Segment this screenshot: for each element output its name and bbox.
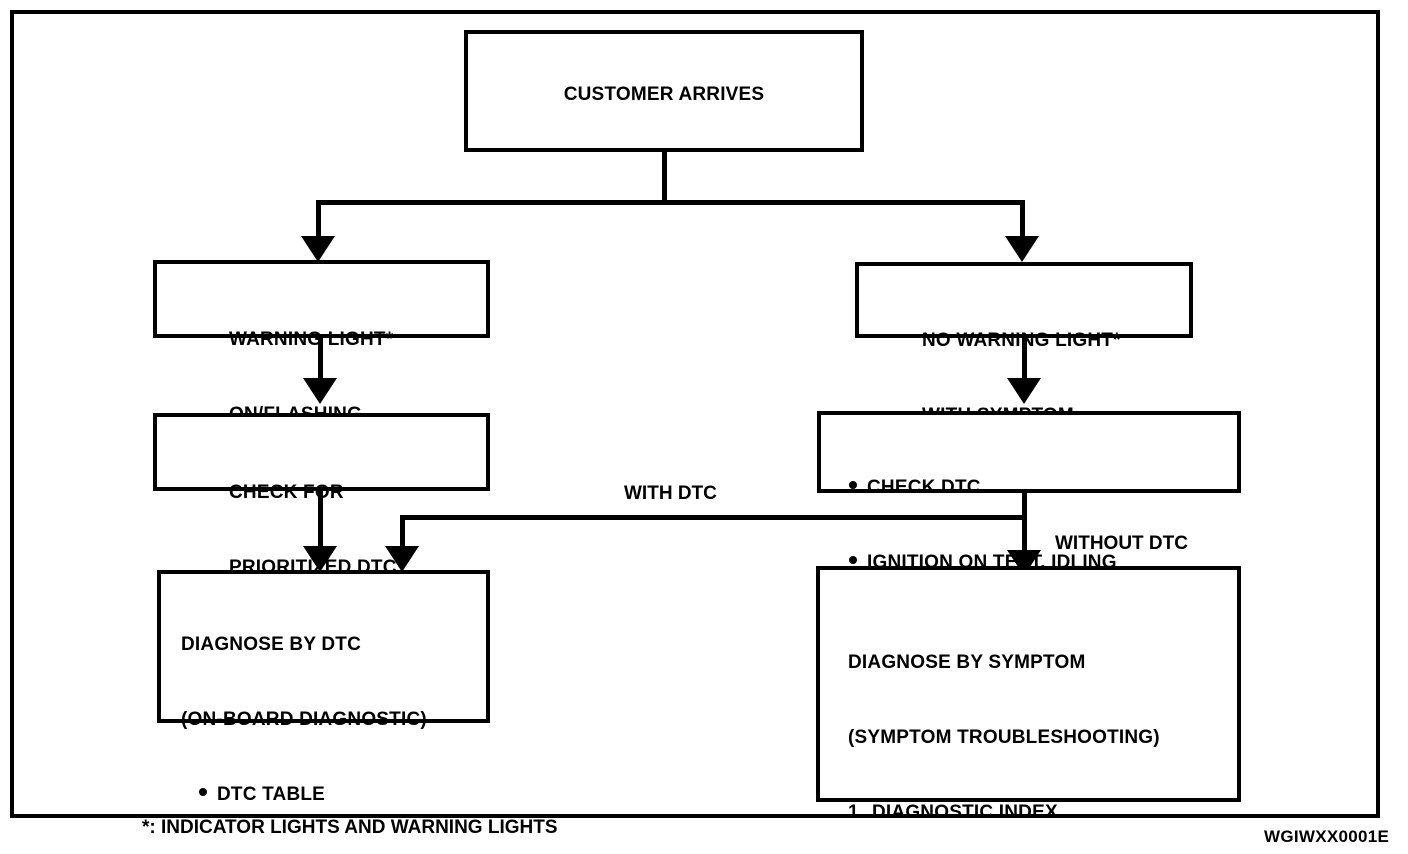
node-diagnose-by-dtc-text: DIAGNOSE BY DTC (ON-BOARD DIAGNOSTIC) DT… [181,582,427,854]
node-customer-arrives: CUSTOMER ARRIVES [464,30,864,152]
footnote-line1: *: INDICATOR LIGHTS AND WARNING LIGHTS [142,817,558,838]
node-diagnose-by-symptom-item1: DIAGNOSTIC INDEX [872,802,1058,823]
node-diagnose-by-symptom-text: DIAGNOSE BY SYMPTOM (SYMPTOM TROUBLESHOO… [848,600,1160,854]
connector-right-drop [1020,200,1025,240]
node-diagnose-by-dtc-title: DIAGNOSE BY DTC [181,634,362,655]
connector-split-bar [316,200,1025,205]
arrowhead-to-check-dtc-tests [1007,378,1041,404]
connector-withdtc-drop [1022,493,1027,520]
node-diagnose-by-dtc-subtitle: (ON-BOARD DIAGNOSTIC) [181,709,427,730]
node-diagnose-by-symptom-subtitle: (SYMPTOM TROUBLESHOOTING) [848,727,1160,748]
figure-frame [10,10,1380,818]
node-check-prioritized-dtc: CHECK FOR PRIORITIZED DTC [153,413,490,578]
bullet-icon [199,788,207,796]
arrowhead-to-warning-light [301,236,335,262]
node-check-dtc-tests-bullet1: CHECK DTC [867,477,981,498]
edge-label-without-dtc: WITHOUT DTC [1055,533,1188,554]
arrowhead-to-no-warning-light [1005,236,1039,262]
arrowhead-to-check-prioritized-dtc [303,378,337,404]
figure-id-code: WGIWXX0001E [1264,827,1390,846]
node-diagnose-by-symptom-item1-num: 1. [848,802,865,823]
connector-withdtc-into-box [400,515,405,550]
node-diagnose-by-symptom-item1-row: 1. DIAGNOSTIC INDEX [848,800,1160,825]
node-diagnose-by-dtc-bullet1: DTC TABLE [217,784,326,805]
node-diagnose-by-symptom-title: DIAGNOSE BY SYMPTOM [848,652,1086,673]
node-warning-light: WARNING LIGHT* ON/FLASHING [153,260,490,425]
arrowhead-to-diagnose-by-dtc-right [385,546,419,572]
bullet-icon [849,556,857,564]
node-diagnose-by-dtc-bullet1-row: DTC TABLE [181,782,427,807]
node-diagnose-by-symptom: DIAGNOSE BY SYMPTOM (SYMPTOM TROUBLESHOO… [816,566,1241,823]
node-check-prioritized-dtc-line1: CHECK FOR [229,482,344,503]
node-diagnose-by-dtc: DIAGNOSE BY DTC (ON-BOARD DIAGNOSTIC) DT… [157,570,490,805]
node-no-warning-light: NO WARNING LIGHT* WITH SYMPTOM [855,262,1193,426]
node-check-dtc-tests: CHECK DTC IGNITION ON TEST, IDLING TEST [817,411,1241,648]
connector-left-drop [316,200,321,240]
bullet-icon [849,481,857,489]
connector-nowarning-to-checkdtc [1022,338,1027,380]
edge-label-with-dtc: WITH DTC [624,483,717,504]
node-customer-arrives-label: CUSTOMER ARRIVES [563,84,765,105]
node-warning-light-line1: WARNING LIGHT* [229,329,394,350]
connector-warning-to-check [318,338,323,380]
connector-withoutdtc-drop [1022,515,1027,555]
arrowhead-to-diagnose-by-dtc-left [303,546,337,572]
footnote: *: INDICATOR LIGHTS AND WARNING LIGHTS T… [142,763,558,854]
connector-trunk-vertical [662,152,667,202]
connector-check-to-diagnose-dtc [318,491,323,551]
connector-withdtc-horizontal [400,515,1027,520]
node-check-dtc-tests-bullet1-row: CHECK DTC [849,475,1117,500]
